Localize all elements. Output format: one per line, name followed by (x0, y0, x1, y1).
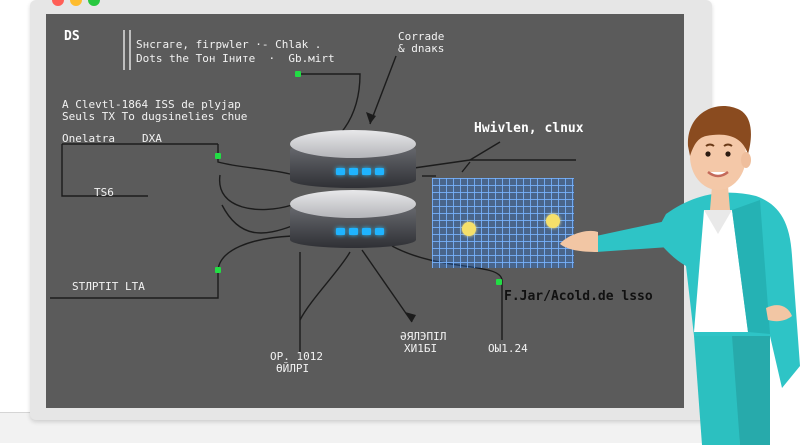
left-note-line2: Seuls TX To dugsinelies chue (62, 110, 248, 123)
grid-point (546, 214, 560, 228)
data-grid-panel (432, 178, 574, 268)
server-unit-top (290, 130, 416, 188)
database-server-icon (290, 124, 416, 252)
grid-caption: F.Jar/Aсold.de lsso (504, 289, 653, 304)
bottom-label-3: ОЫ1.24 (488, 342, 528, 355)
bottom-label-1-line2: ӨЙЛРІ (276, 362, 310, 375)
node-dot (215, 153, 221, 159)
node-dot (496, 279, 502, 285)
top-note-line2: Dots thе Tон Iните · Gb.мirt (136, 52, 335, 65)
top-right-label-line1: Cоrrаdе (398, 30, 445, 43)
minimize-dot-icon[interactable] (70, 0, 82, 6)
left-sub-value: DХА (142, 132, 162, 145)
right-label: Hwivlen, clnux (474, 121, 584, 136)
bottom-label-1-line1: ОР. 1012 (270, 350, 323, 363)
node-dot (215, 267, 221, 273)
diagram-heading: DS (64, 29, 80, 44)
top-right-label-line2: & dnaкs (398, 42, 445, 55)
server-unit-bottom (290, 190, 416, 248)
lower-left-label: ЅТЛРТІТ LТА (72, 280, 145, 293)
grid-point (462, 222, 476, 236)
top-note-line1: Sнсгаге, firрwlеr ·- Chlаk . (136, 38, 322, 51)
left-box-label: TS6 (94, 186, 114, 199)
maximize-dot-icon[interactable] (88, 0, 100, 6)
bottom-label-2-line1: ӘЯЛЭПІЛ (400, 330, 447, 343)
left-sub-label: Onelatra (62, 132, 115, 145)
bottom-label-2-line2: ХИ1БІ (404, 342, 438, 355)
presenter-illustration (560, 106, 800, 445)
node-dot (295, 71, 301, 77)
close-dot-icon[interactable] (52, 0, 64, 6)
left-note-line1: A Clevtl-1864 ISS de рlyjap (62, 98, 241, 111)
window-controls (52, 0, 100, 6)
